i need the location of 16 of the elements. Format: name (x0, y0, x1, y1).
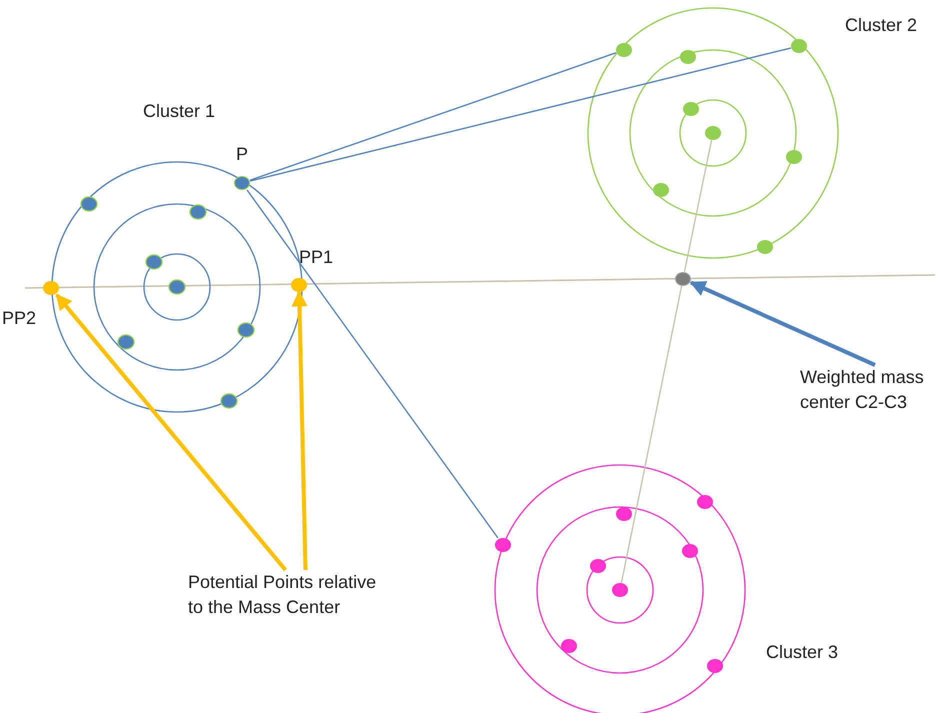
cluster-label: Cluster 3 (766, 641, 838, 663)
annotation-text: Potential Points relative to the Mass Center (188, 571, 378, 619)
connector-line (250, 52, 616, 181)
connector-line (620, 286, 682, 584)
connector-line (250, 47, 792, 182)
connector-line (246, 190, 498, 538)
cluster-label: Cluster 2 (845, 14, 918, 36)
connector-line (684, 140, 712, 272)
annotation-text: Weighted mass center C2-C3 (800, 366, 925, 414)
arrow (292, 290, 308, 570)
arrow (55, 294, 288, 572)
arrow (690, 280, 876, 367)
point-label: P (236, 143, 248, 165)
cluster-label: Cluster 1 (143, 100, 216, 122)
point-label: PP2 (2, 307, 36, 329)
point-label: PP1 (299, 246, 334, 268)
